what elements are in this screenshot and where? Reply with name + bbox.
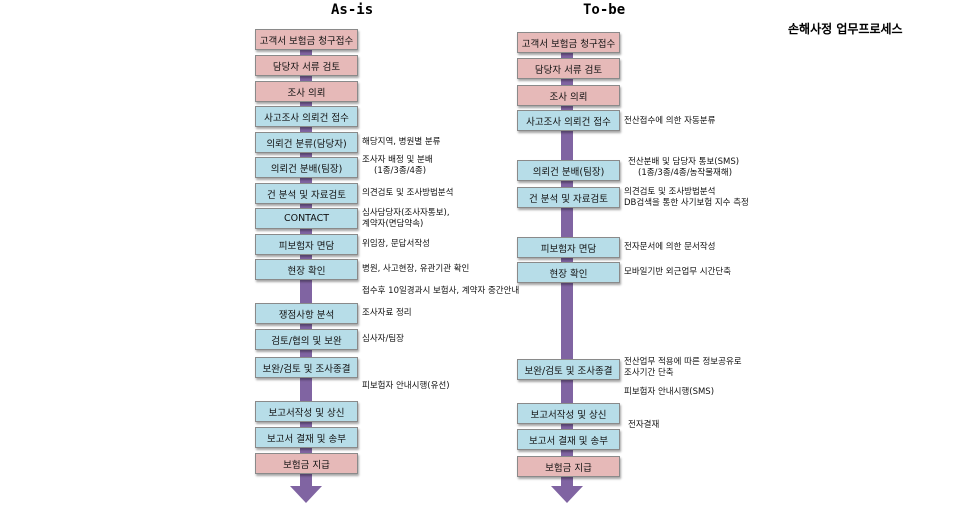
asis-step-request-distribution: 의뢰건 분배(팀장) xyxy=(255,157,358,178)
asis-step-report-writing: 보고서작성 및 상신 xyxy=(255,401,358,422)
asis-note: 위임장, 문답서작성 xyxy=(362,239,430,249)
tobe-column-title: To-be xyxy=(583,2,626,18)
tobe-flow-arrowhead xyxy=(551,486,583,503)
tobe-note: 피보험자 안내시행(SMS) xyxy=(624,387,715,397)
tobe-note: 전산업무 적용에 따른 정보공유로 조사기간 단축 xyxy=(624,357,742,378)
tobe-note: 전자문서에 의한 문서작성 xyxy=(624,242,716,252)
asis-note: 조사자료 정리 xyxy=(362,308,412,318)
tobe-step-document-review: 담당자 서류 검토 xyxy=(517,58,620,79)
asis-step-contact: CONTACT xyxy=(255,208,358,229)
asis-column-title: As-is xyxy=(331,2,374,18)
tobe-note: 의견검토 및 조사방법분석 DB검색을 통한 사기보험 지수 측정 xyxy=(624,187,749,208)
asis-step-report-approval: 보고서 결재 및 송부 xyxy=(255,427,358,448)
asis-step-investigation-request: 조사 의뢰 xyxy=(255,81,358,102)
asis-step-payment: 보험금 지급 xyxy=(255,453,358,474)
tobe-step-payment: 보험금 지급 xyxy=(517,456,620,477)
tobe-step-insured-interview: 피보험자 면담 xyxy=(517,237,620,258)
asis-step-request-classification: 의뢰건 분류(담당자) xyxy=(255,132,358,153)
tobe-note: 모바일기반 외근업무 시간단축 xyxy=(624,267,732,277)
tobe-note: 전산분배 및 담당자 통보(SMS) (1종/3종/4종/농작물재해) xyxy=(628,157,740,178)
asis-note: 접수후 10일경과시 보험사, 계약자 중간안내 xyxy=(362,286,520,296)
asis-step-request-intake: 사고조사 의뢰건 접수 xyxy=(255,106,358,127)
asis-step-investigation-close: 보완/검토 및 조사종결 xyxy=(255,357,358,378)
asis-note: 피보험자 안내시행(유선) xyxy=(362,381,450,391)
asis-step-issue-analysis: 쟁점사항 분석 xyxy=(255,303,358,324)
asis-note: 해당지역, 병원별 분류 xyxy=(362,137,441,147)
asis-step-site-check: 현장 확인 xyxy=(255,259,358,280)
asis-step-claim-receipt: 고객서 보험금 청구접수 xyxy=(255,29,358,50)
asis-note: 심사담당자(조사자통보), 계약자(면담약속) xyxy=(362,208,450,229)
tobe-note: 전자결재 xyxy=(628,420,660,430)
page-title: 손해사정 업무프로세스 xyxy=(788,22,903,36)
asis-note: 병원, 사고현장, 유관기관 확인 xyxy=(362,264,470,274)
asis-note: 의견검토 및 조사방법분석 xyxy=(362,188,454,198)
asis-note: 조사자 배정 및 분배 (1종/3종/4종) xyxy=(362,155,433,176)
asis-flow-arrowhead xyxy=(290,486,322,503)
tobe-step-investigation-request: 조사 의뢰 xyxy=(517,85,620,106)
tobe-step-case-analysis: 건 분석 및 자료검토 xyxy=(517,187,620,208)
tobe-step-request-distribution: 의뢰건 분배(팀장) xyxy=(517,160,620,181)
asis-step-review-supplement: 검토/협의 및 보완 xyxy=(255,329,358,350)
tobe-step-report-approval: 보고서 결재 및 송부 xyxy=(517,429,620,450)
tobe-step-request-intake: 사고조사 의뢰건 접수 xyxy=(517,110,620,131)
tobe-step-site-check: 현장 확인 xyxy=(517,262,620,283)
asis-note: 심사자/팀장 xyxy=(362,334,404,344)
tobe-step-report-writing: 보고서작성 및 상신 xyxy=(517,403,620,424)
tobe-step-claim-receipt: 고객서 보험금 청구접수 xyxy=(517,32,620,53)
tobe-step-investigation-close: 보완/검토 및 조사종결 xyxy=(517,359,620,380)
tobe-note: 전산접수에 의한 자동분류 xyxy=(624,116,716,126)
asis-step-document-review: 담당자 서류 검토 xyxy=(255,55,358,76)
asis-step-case-analysis: 건 분석 및 자료검토 xyxy=(255,183,358,204)
asis-step-insured-interview: 피보험자 면담 xyxy=(255,234,358,255)
